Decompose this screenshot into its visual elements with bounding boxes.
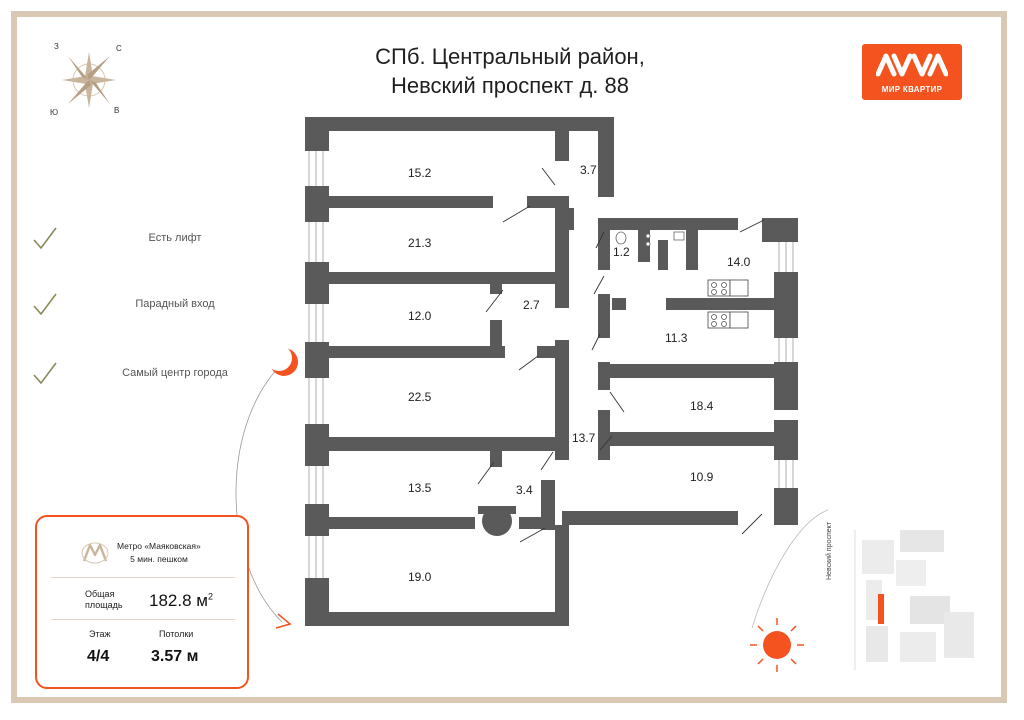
room-area-label: 13.7 <box>572 431 596 445</box>
title-line-2: Невский проспект д. 88 <box>390 73 629 98</box>
title-line-1: СПб. Центральный район, <box>375 44 645 69</box>
walls <box>305 117 798 626</box>
street-label: Невский проспект <box>826 521 833 580</box>
feature-label: Парадный вход <box>135 298 215 310</box>
room-area-label: 14.0 <box>727 255 751 269</box>
location-minimap <box>854 530 974 670</box>
compass-rose-icon <box>62 52 116 108</box>
area-label-line-2: площадь <box>85 600 123 610</box>
stove-icon <box>707 311 749 329</box>
compass-east-label: В <box>114 106 120 115</box>
sun-icon <box>750 618 804 672</box>
room-area-label: 22.5 <box>408 390 432 404</box>
sun-path-arc <box>235 359 287 623</box>
ceiling-label: Потолки <box>159 629 194 639</box>
compass-south-label: Ю <box>50 108 59 117</box>
compass-west-label: З <box>54 42 59 51</box>
check-icon <box>33 293 57 316</box>
check-icon <box>33 362 57 385</box>
moon-icon <box>266 345 298 376</box>
room-area-label: 3.4 <box>516 483 533 497</box>
metro-walk-time: 5 мин. пешком <box>130 554 188 564</box>
area-label: Общая площадь <box>85 589 123 611</box>
room-area-label: 2.7 <box>523 298 540 312</box>
logo-text: МИР КВАРТИР <box>881 85 943 94</box>
feature-item: Есть лифт <box>30 226 260 256</box>
windows <box>308 151 794 578</box>
divider <box>51 577 235 578</box>
compass-north-label: С <box>116 44 122 53</box>
room-area-label: 10.9 <box>690 470 714 484</box>
area-unit-sup: 2 <box>207 591 213 602</box>
room-area-label: 13.5 <box>408 481 432 495</box>
metro-station: Метро «Маяковская» <box>117 541 201 551</box>
floor-value: 4/4 <box>87 648 110 665</box>
room-area-label: 21.3 <box>408 236 432 250</box>
room-area-label: 3.7 <box>580 163 597 177</box>
divider <box>51 619 235 620</box>
area-label-line-1: Общая <box>85 589 115 599</box>
metro-icon <box>81 542 109 564</box>
room-area-label: 15.2 <box>408 166 432 180</box>
page-title: СПб. Центральный район, Невский проспект… <box>300 42 720 100</box>
ceiling-value: 3.57 м <box>151 648 199 665</box>
check-icon <box>33 227 57 250</box>
feature-label: Есть лифт <box>148 232 202 244</box>
feature-label: Самый центр города <box>122 367 228 379</box>
sun-path-arc-right <box>751 509 829 629</box>
plumbing-fixtures <box>615 231 685 247</box>
info-card: Метро «Маяковская» 5 мин. пешком Общая п… <box>35 515 249 689</box>
door-swings <box>477 167 765 543</box>
feature-item: Самый центр города <box>30 361 260 391</box>
arrow-icon <box>275 613 292 629</box>
feature-item: Парадный вход <box>30 292 260 322</box>
compass-icon: З С Ю В <box>44 40 134 120</box>
room-area-label: 18.4 <box>690 399 714 413</box>
room-area-label: 19.0 <box>408 570 432 584</box>
room-area-label: 12.0 <box>408 309 432 323</box>
stove-icon <box>707 279 749 297</box>
company-logo: МИР КВАРТИР <box>862 44 962 100</box>
room-area-label: 11.3 <box>665 331 688 345</box>
logo-mark-icon <box>876 53 948 77</box>
area-value-text: 182.8 м <box>149 591 208 610</box>
floor-label: Этаж <box>89 629 111 639</box>
room-area-label: 1.2 <box>613 245 630 259</box>
area-value: 182.8 м2 <box>149 591 213 611</box>
